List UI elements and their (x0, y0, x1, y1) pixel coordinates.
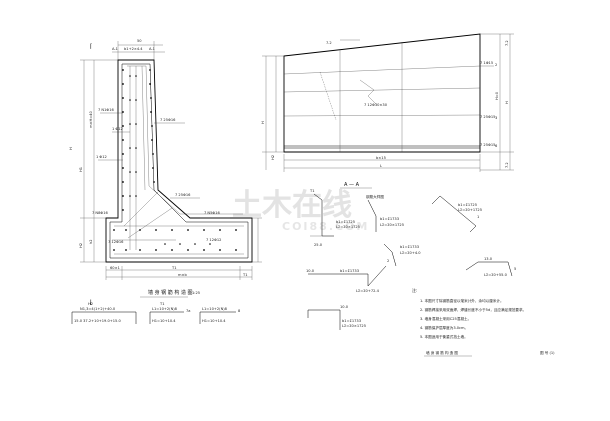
bar-shape-4-line2: LΣ=Σ0+4.0 (400, 251, 421, 255)
dim-top-2: b1+2×4.4 (124, 47, 143, 51)
dim-left-0: H1 (79, 167, 83, 172)
dim-bottom-0: 60×1 (110, 266, 120, 270)
bottom-bar-1-line1: L1=10+2(N)8 (152, 307, 178, 311)
section-aa-title: A — A (344, 182, 360, 188)
bar-shape-0-line1: b1=Σ1725 (458, 203, 477, 207)
section-view-scale: 1:25 (192, 291, 200, 295)
note-0: 1. 本图尺寸除钢筋直径以毫米计外，余均以厘米计。 (420, 298, 504, 303)
elev-dim-left-0: H (261, 121, 265, 124)
footer-sheet-no: 图 号 (1) (540, 350, 555, 355)
rebar-label-3: 1 Φ12 (96, 155, 107, 159)
rebar-label-2: 7 25Φ16 (160, 118, 176, 122)
notes-title: 注: (412, 287, 417, 293)
rebar-label-5: 7 N5Φ16 (204, 211, 221, 215)
bar-shape-2-line2: b1=Σ1733 (342, 319, 361, 323)
note-3: 4. 钢筋保护层厚度为3.0cm。 (420, 325, 468, 330)
bottom-bar-2-mark: 8 (238, 309, 241, 313)
bar-shape-4-line1: b1=Σ1733 (400, 245, 419, 249)
elev-dim-top: 7.2 (326, 41, 332, 45)
dim-left-3: H2 (79, 243, 83, 248)
elev-dim-left-1: H2 (271, 155, 275, 160)
elev-dim-right-3: 7.2 (505, 162, 509, 168)
section-marker-bottom: ⌊ (90, 299, 92, 306)
bottom-bar-0-label: H2 (88, 302, 93, 306)
rebar-label-0: 7 N1Φ16 (98, 108, 115, 112)
note-1: 2. 钢筋焊接采用双面焊，焊缝长度不小于5d，且应满足规范要求。 (420, 307, 526, 312)
bar-shape-1-mark: 2 (387, 259, 389, 263)
rebar-cage-outer (109, 63, 249, 259)
section-view-title: 墙 身 钢 筋 构 造 图 (148, 289, 193, 296)
bar-shape-1-line3: LΣ=Σ0+72.4 (356, 289, 380, 293)
bar-shape-0-line2: LΣ=Σ0+1725 (458, 208, 482, 212)
bar-shapes: b1=Σ1725 LΣ=Σ0+1725 1 10.0 b1=Σ1733 LΣ=Σ… (306, 195, 516, 330)
aa-label-5: T1 (309, 189, 314, 193)
rebar-label-4: 7 25Φ16 (175, 193, 191, 197)
elev-dim-right-1: H (505, 101, 509, 104)
bar-shape-2-line3: LΣ=Σ0×1725 (342, 324, 366, 328)
aa-label-4: 25.0 (314, 243, 323, 247)
bar-shape-3-line1: 13.0 (484, 257, 493, 261)
elev-dim-bottom-0: b×15 (376, 156, 386, 160)
elev-mark-0: 2 (495, 63, 497, 67)
section-aa-sub: 钢筋大样图 (366, 194, 384, 199)
bottom-bars: H2 N1,3=4(1+2)+40.0 15.0 37.2+10+19.0+15… (71, 302, 241, 324)
rebar-label-8: 7 12Φ12 (206, 238, 221, 242)
bar-shape-2-line1: 10.0 (340, 305, 349, 309)
section-view: 50 A-1 b1+2×4.4 A-1 ⌈ ⌊ (69, 39, 262, 306)
elev-rebar-2: 7 25Φ15 (480, 143, 495, 147)
footer-drawing-title: 墙 身 钢 筋 构 造 图 (426, 350, 458, 355)
bar-shape-0-mark: 1 (477, 215, 479, 219)
dim-top-1: A-1 (112, 47, 118, 51)
note-2: 3. 墙身混凝土采用C25混凝土。 (420, 316, 471, 321)
note-4: 5. 本图适用于衡重式挡土墙。 (420, 334, 468, 339)
elev-mark-1: 3 (495, 116, 497, 120)
bar-shape-3-line2: LΣ=Σ0+55.0 (484, 273, 508, 277)
dim-left-1: H (69, 147, 73, 150)
elev-dim-bottom-1: L (380, 164, 382, 168)
rebar-label-6: 7 N8Φ16 (92, 211, 109, 215)
bar-shape-3-mark: 5 (514, 267, 516, 271)
bottom-bar-0-line2: 15.0 37.2+10+19.0+15.0 (74, 319, 121, 323)
dim-left-4: m×H=40 (89, 110, 93, 128)
bottom-bar-2-line2: H1=10+10.4 (202, 319, 226, 323)
section-aa: A — A 钢筋大样图 T1 b1=Σ1725 LΣ=Σ0×1725 25.0 … (309, 182, 404, 247)
bottom-bar-0-line1: N1,3=4(1+2)+40.0 (80, 307, 116, 311)
wall-elevation: 7.2 H H2 7.2 H H=0 7.2 7 1Φ15 7 25Φ15 7 … (261, 33, 514, 172)
wall-outline (105, 59, 253, 263)
elev-mark-2: 6 (495, 144, 498, 148)
section-marker-top: ⌈ (90, 43, 92, 50)
elev-rebar-1: 7 25Φ15 (480, 115, 495, 119)
bottom-bar-2-line1: L1=10+2(N)8 (202, 307, 228, 311)
watermark: 土木在线 COI88.COM (232, 188, 369, 233)
dim-bottom-3: T1 (242, 273, 247, 277)
aa-label-0: b1=Σ1725 (336, 220, 355, 224)
dim-bottom-1: T1 (171, 266, 176, 270)
bar-shape-1-line2: b1=Σ1733 (340, 269, 359, 273)
elevation-outline (283, 33, 481, 153)
rebar-label-7: 7 12Φ16 (108, 240, 124, 244)
notes: 注: 1. 本图尺寸除钢筋直径以毫米计外，余均以厘米计。 2. 钢筋焊接采用双面… (412, 287, 526, 339)
watermark-sub: COI88.COM (282, 220, 369, 233)
dim-bottom-2: m×b (178, 273, 188, 277)
footer: 墙 身 钢 筋 构 造 图 图 号 (1) (424, 350, 555, 357)
dim-left-2: h2 (89, 239, 93, 244)
dim-top-0: 50 (137, 39, 142, 43)
elev-rebar-3: 7 12Φ30×30 (364, 103, 388, 107)
bottom-bar-1-line2: H1=10+10.4 (152, 319, 176, 323)
elev-dim-right-2: H=0 (495, 91, 499, 100)
rebar-label-1: 1 Φ12 (112, 127, 123, 131)
aa-label-2: b1=Σ1733 (380, 217, 399, 221)
aa-label-1: LΣ=Σ0×1725 (336, 225, 360, 229)
dim-top-3: A-1 (149, 47, 155, 51)
rebar-dots (113, 69, 237, 251)
aa-label-3: LΣ=Σ0×1725 (380, 223, 404, 227)
bottom-bar-1-mark: 7a (186, 309, 191, 313)
elev-dim-right-0: 7.2 (505, 40, 509, 46)
bar-shape-1-line1: 10.0 (306, 269, 315, 273)
watermark-text: 土木在线 (232, 188, 352, 223)
bottom-bar-1-label: T1 (159, 302, 164, 306)
elev-rebar-0: 7 1Φ15 (480, 61, 493, 65)
